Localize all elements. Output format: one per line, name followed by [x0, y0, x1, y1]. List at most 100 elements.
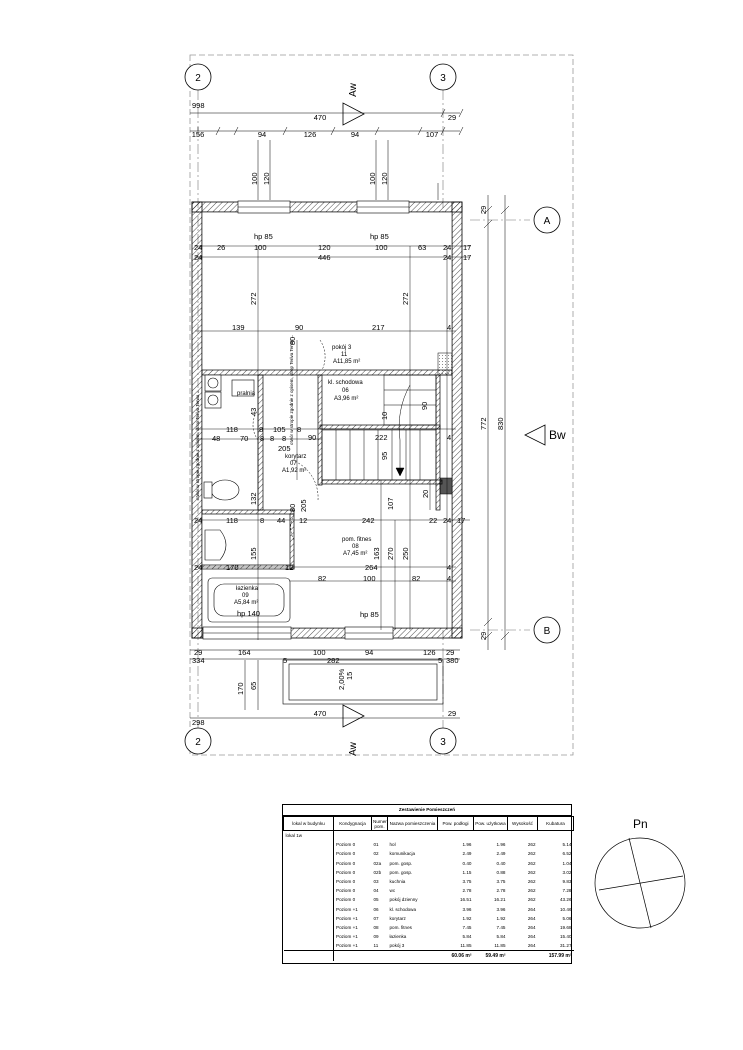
summary-cell-blank [284, 859, 334, 868]
summary-cell-kubatura: 6.52 [562, 851, 572, 857]
section-marker-top: Aw [342, 82, 365, 126]
section-marker-bottom: Aw [342, 704, 365, 756]
dim-282: 282 [327, 656, 340, 665]
dim-100-r8: 100 [363, 574, 376, 583]
dim-139: 139 [232, 323, 245, 332]
top-dimension-texts: 998 470 29 156 94 126 94 107 100 120 100… [192, 101, 456, 185]
summary-cell-blank [284, 914, 334, 923]
dim-105: 105 [273, 425, 286, 434]
dim-380: 380 [446, 656, 459, 665]
dim-win-100-a: 100 [250, 172, 259, 185]
dim-26-r1: 26 [217, 243, 225, 252]
summary-cell-blank [284, 941, 334, 951]
summary-total-blank [507, 950, 538, 961]
summary-header-row: lokal w budynku Kondygnacja Numer pom. N… [283, 816, 574, 831]
summary-total-blank [387, 950, 438, 961]
summary-cell-pow-podlogi: 1.96 [462, 842, 472, 848]
summary-cell-pow-uzytkowa: 3.75 [496, 879, 506, 885]
room-num-corridor: 07 [290, 461, 297, 467]
summary-cell-kondygnacja: Poziom 0 [333, 867, 372, 877]
dim-15: 15 [345, 672, 354, 680]
summary-cell-pow-uzytkowa: 2.49 [496, 851, 506, 857]
compass-label: Pn [633, 817, 648, 831]
dim-205: 205 [278, 444, 291, 453]
dim-8-r5b: 8 [270, 434, 274, 443]
room-area-fitness: A7,45 m² [343, 551, 367, 557]
dim-48: 48 [212, 434, 220, 443]
header-nazwa: Nazwa pomieszczenia [387, 816, 438, 831]
summary-cell-nazwa: pokój 3 [389, 943, 405, 949]
summary-cell-pow-uzytkowa: 16.21 [494, 897, 506, 903]
summary-cell-wysokosc: 262 [527, 888, 536, 894]
dim-29-bottom: 29 [448, 709, 456, 718]
summary-cell-pow-uzytkowa: 7.45 [496, 924, 506, 930]
dim-82-b: 82 [412, 574, 420, 583]
summary-cell-nazwa: łazienka [389, 934, 407, 940]
axis-3-top [429, 63, 457, 91]
room-num-fitness: 08 [352, 544, 359, 550]
axis-2-bottom [184, 727, 212, 755]
total-pow-podlogi: 60.06 m² [437, 950, 474, 961]
summary-cell-pow-podlogi: 1.15 [462, 869, 472, 875]
room-area-corridor: A1,92 m² [282, 468, 306, 474]
dim-132: 132 [249, 492, 258, 505]
summary-cell-kondygnacja: Poziom 0 [333, 840, 372, 850]
dim-5-b: 5 [438, 656, 442, 665]
room-name-pokoj3: pokój 3 [332, 345, 352, 351]
axis-2-bottom-label: 2 [195, 737, 201, 748]
dim-44: 44 [277, 516, 285, 525]
fixtures [203, 374, 291, 623]
dim-272-b: 272 [401, 292, 410, 305]
summary-cell-nazwa: pokój dzienny [389, 897, 418, 903]
summary-cell-numer: 09 [373, 934, 379, 940]
dim-8-r5c: 8 [282, 434, 286, 443]
axis-2-top-label: 2 [195, 73, 201, 84]
summary-cell-kubatura: 10.46 [560, 906, 572, 912]
dim-118-r4: 118 [226, 425, 238, 434]
interior-dimension-texts: 24 26 100 120 100 63 24 17 24 446 24 17 … [194, 243, 471, 583]
window-hp85-a: hp 85 [254, 232, 273, 241]
summary-cell-kondygnacja: Poziom 0 [333, 849, 372, 859]
summary-cell-pow-uzytkowa: 0.40 [496, 860, 506, 866]
total-pow-uzytkowa: 59.49 m² [473, 950, 508, 961]
summary-cell-kubatura: 5.14 [562, 842, 572, 848]
dim-29-right-top: 29 [479, 206, 488, 214]
summary-total-blank [371, 950, 388, 961]
dim-100-bot: 100 [313, 648, 326, 657]
dim-470-top: 470 [314, 113, 327, 122]
dim-163: 163 [372, 547, 381, 560]
dim-470-bottom: 470 [314, 709, 327, 718]
summary-grid: lokal w budynku Kondygnacja Numer pom. N… [283, 816, 574, 961]
dim-80-b: 80 [288, 504, 297, 512]
summary-total-blank [333, 950, 372, 961]
summary-cell-pow-uzytkowa: 2.78 [496, 888, 506, 894]
summary-cell-pow-podlogi: 3.96 [462, 906, 472, 912]
header-numer: Numer pom. [371, 816, 388, 831]
axis-3-top-label: 3 [440, 73, 446, 84]
dim-100-r1a: 100 [254, 243, 267, 252]
axis-b [533, 616, 561, 644]
dim-17-r1: 17 [463, 243, 471, 252]
wc-bowl [210, 479, 240, 501]
dim-24-r6: 24 [194, 516, 202, 525]
summary-cell-nazwa: komunikacja [389, 851, 416, 857]
summary-cell-wysokosc: 264 [527, 943, 536, 949]
opening-note: otwór w stropie zgodnie z opisem, strop … [289, 335, 294, 445]
dim-8-r6: 8 [260, 516, 264, 525]
window-hp85-b: hp 85 [370, 232, 389, 241]
summary-cell-nazwa: wc [389, 888, 396, 894]
dim-8-r4b: 8 [297, 425, 301, 434]
summary-cell-blank [284, 868, 334, 877]
dim-82-a: 82 [318, 574, 326, 583]
summary-cell-wysokosc: 264 [527, 915, 536, 921]
dim-24-r2b: 24 [443, 253, 451, 262]
summary-cell-numer: 03 [373, 879, 379, 885]
axis-3-bottom [429, 727, 457, 755]
north-compass: Pn [594, 817, 686, 929]
